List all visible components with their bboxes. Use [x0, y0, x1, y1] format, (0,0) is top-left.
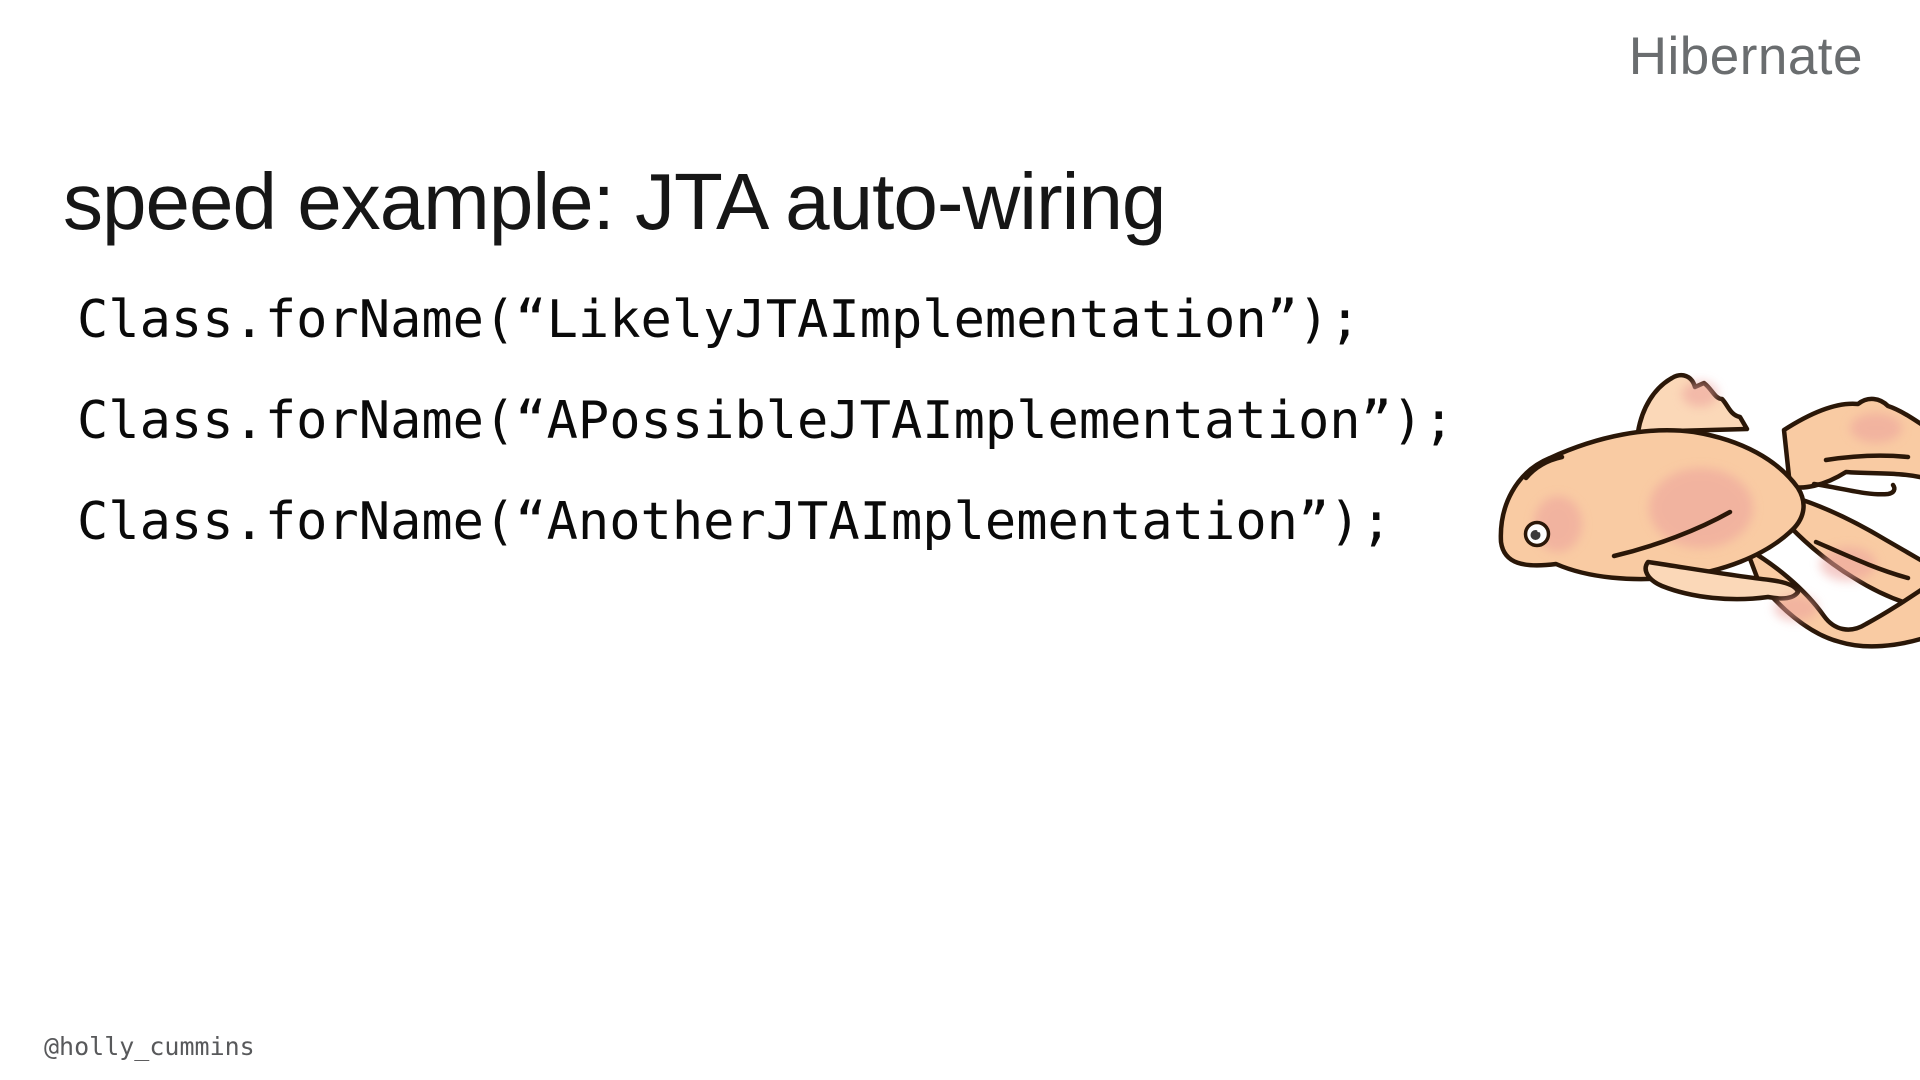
- fish-eye: [1523, 520, 1551, 548]
- code-line: Class.forName(“AnotherJTAImplementation”…: [77, 492, 1392, 552]
- twitter-handle: @holly_cummins: [44, 1032, 255, 1061]
- slide-title: speed example: JTA auto-wiring: [63, 156, 1166, 246]
- fish-sketch-lines: [1523, 453, 1911, 581]
- brand-watermark: Hibernate: [1628, 27, 1863, 86]
- goldfish-illustration: [1498, 373, 1920, 649]
- code-line: Class.forName(“LikelyJTAImplementation”)…: [77, 290, 1361, 350]
- code-line: Class.forName(“APossibleJTAImplementatio…: [77, 391, 1455, 451]
- fish-blush-patches: [1534, 381, 1902, 621]
- code-block: Class.forName(“LikelyJTAImplementation”)…: [77, 270, 1455, 573]
